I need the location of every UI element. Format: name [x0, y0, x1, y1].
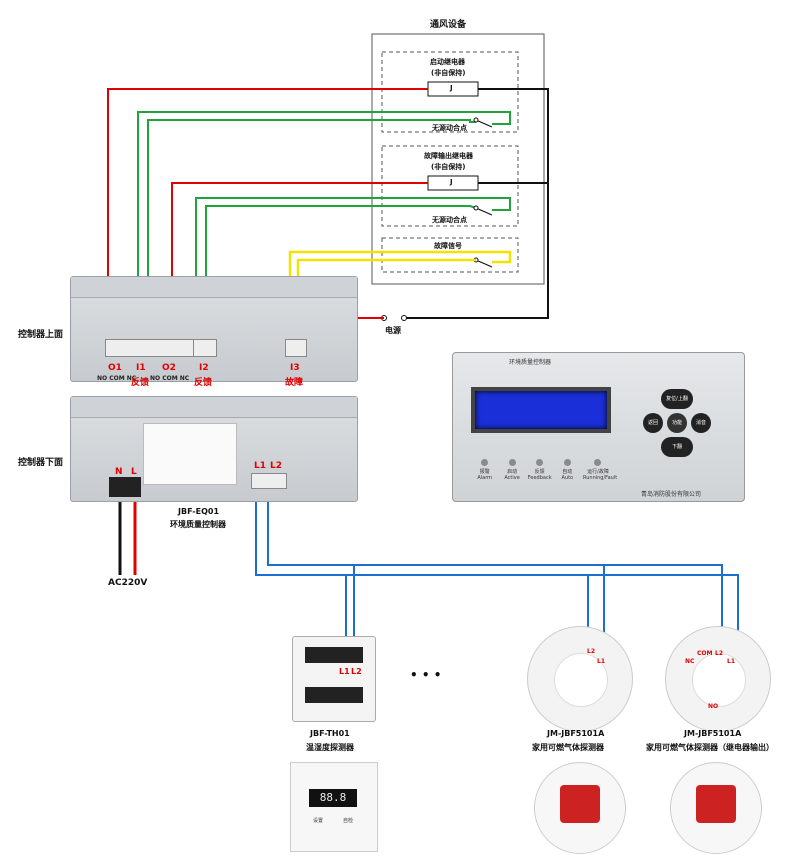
terminal-o2-sub: NO COM NC: [150, 375, 190, 382]
terminal-i1: I1: [136, 363, 146, 373]
key-right[interactable]: 消音: [691, 413, 711, 433]
gas1-name: 家用可燃气体探测器: [532, 743, 604, 752]
gas1-terminal-l2: L2: [587, 648, 595, 655]
gas1-terminal-l1: L1: [597, 658, 605, 665]
fault-relay-box: [381, 145, 519, 227]
power-terminal-block: [109, 477, 141, 497]
terminal-o2: O2: [162, 363, 176, 373]
lcd-screen: [471, 387, 611, 433]
gas2-terminal-no: NO: [708, 703, 719, 710]
bus-terminal-l1: L1: [254, 461, 266, 471]
fault-signal-label: 故障信号: [434, 242, 462, 250]
gas1-front: [534, 762, 626, 854]
gas1-model: JM-JBF5101A: [547, 729, 605, 738]
gas2-terminal-nc: NC: [685, 658, 695, 665]
start-relay-coil-label: J: [450, 84, 453, 92]
start-contact-label: 无源动合点: [432, 124, 467, 132]
th-button-test[interactable]: 自检: [343, 818, 354, 824]
start-relay-sub: (非自保持): [431, 69, 466, 77]
terminal-o1-sub: NO COM NC: [97, 375, 137, 382]
gas2-terminal-l2: L2: [715, 650, 723, 657]
key-down[interactable]: 下翻: [661, 437, 693, 457]
gas1-base: [527, 626, 633, 732]
fault-contact-label: 无源动合点: [432, 216, 467, 224]
th-detector-front: 88.8 设置 自检: [290, 762, 378, 852]
keypad: 复位/上翻 返回 功能 消音 下翻: [643, 389, 711, 457]
th-terminal-l1: L1: [339, 667, 350, 676]
terminal-block-right: [285, 339, 307, 357]
company-name: 青岛消防股份有限公司: [641, 491, 702, 498]
start-relay-coil: [427, 81, 479, 97]
terminal-i1-sub: 反馈: [131, 378, 150, 388]
gas2-name: 家用可燃气体探测器（继电器输出）: [646, 743, 774, 752]
power-terminal-l: L: [131, 467, 137, 477]
th-detector-base: [292, 636, 376, 722]
th-name: 温湿度探测器: [306, 743, 354, 752]
front-panel-title: 环境质量控制器: [509, 359, 552, 366]
th-button-set[interactable]: 设置: [313, 818, 324, 824]
key-up[interactable]: 复位/上翻: [661, 389, 693, 409]
gas2-base: [665, 626, 771, 732]
fault-relay-coil: [427, 175, 479, 191]
controller-model: JBF-EQ01: [178, 507, 220, 516]
fault-relay-sub: (非自保持): [431, 163, 466, 171]
controller-top-body: [70, 276, 358, 382]
power-contact-right: [401, 315, 407, 321]
product-label-sticker: [143, 423, 237, 485]
ellipsis: • • •: [410, 668, 442, 682]
bus-terminal-l2: L2: [270, 461, 282, 471]
terminal-i2-sub: 反馈: [194, 378, 213, 388]
th-model: JBF-TH01: [310, 729, 350, 738]
key-center[interactable]: 功能: [667, 413, 687, 433]
ventilation-title: 通风设备: [430, 20, 467, 30]
gas2-model: JM-JBF5101A: [684, 729, 742, 738]
power-terminal-n: N: [115, 467, 123, 477]
controller-top-label: 控制器上面: [18, 330, 64, 340]
ventilation-outer-box: [371, 33, 545, 285]
terminal-block-left: [105, 339, 207, 357]
terminal-block-mid: [193, 339, 217, 357]
gas2-front: [670, 762, 762, 854]
start-relay-label: 启动继电器: [430, 58, 465, 66]
key-left[interactable]: 返回: [643, 413, 663, 433]
ac-supply-label: AC220V: [108, 578, 148, 588]
terminal-i2: I2: [199, 363, 209, 373]
gas2-terminal-com: COM: [697, 650, 713, 657]
fault-relay-coil-label: J: [450, 178, 453, 186]
bus-terminal-block: [251, 473, 287, 489]
controller-bottom-body: [70, 396, 358, 502]
fault-relay-label: 故障输出继电器: [424, 152, 473, 160]
power-label: 电源: [385, 326, 401, 335]
fault-signal-box: [381, 237, 519, 273]
gas2-terminal-l1: L1: [727, 658, 735, 665]
terminal-i3: I3: [290, 363, 300, 373]
terminal-o1: O1: [108, 363, 122, 373]
controller-bottom-label: 控制器下面: [18, 458, 64, 468]
terminal-i3-sub: 故障: [285, 378, 304, 388]
th-display: 88.8: [309, 789, 357, 807]
controller-name: 环境质量控制器: [170, 520, 226, 529]
start-relay-box: [381, 51, 519, 133]
th-terminal-l2: L2: [351, 667, 362, 676]
